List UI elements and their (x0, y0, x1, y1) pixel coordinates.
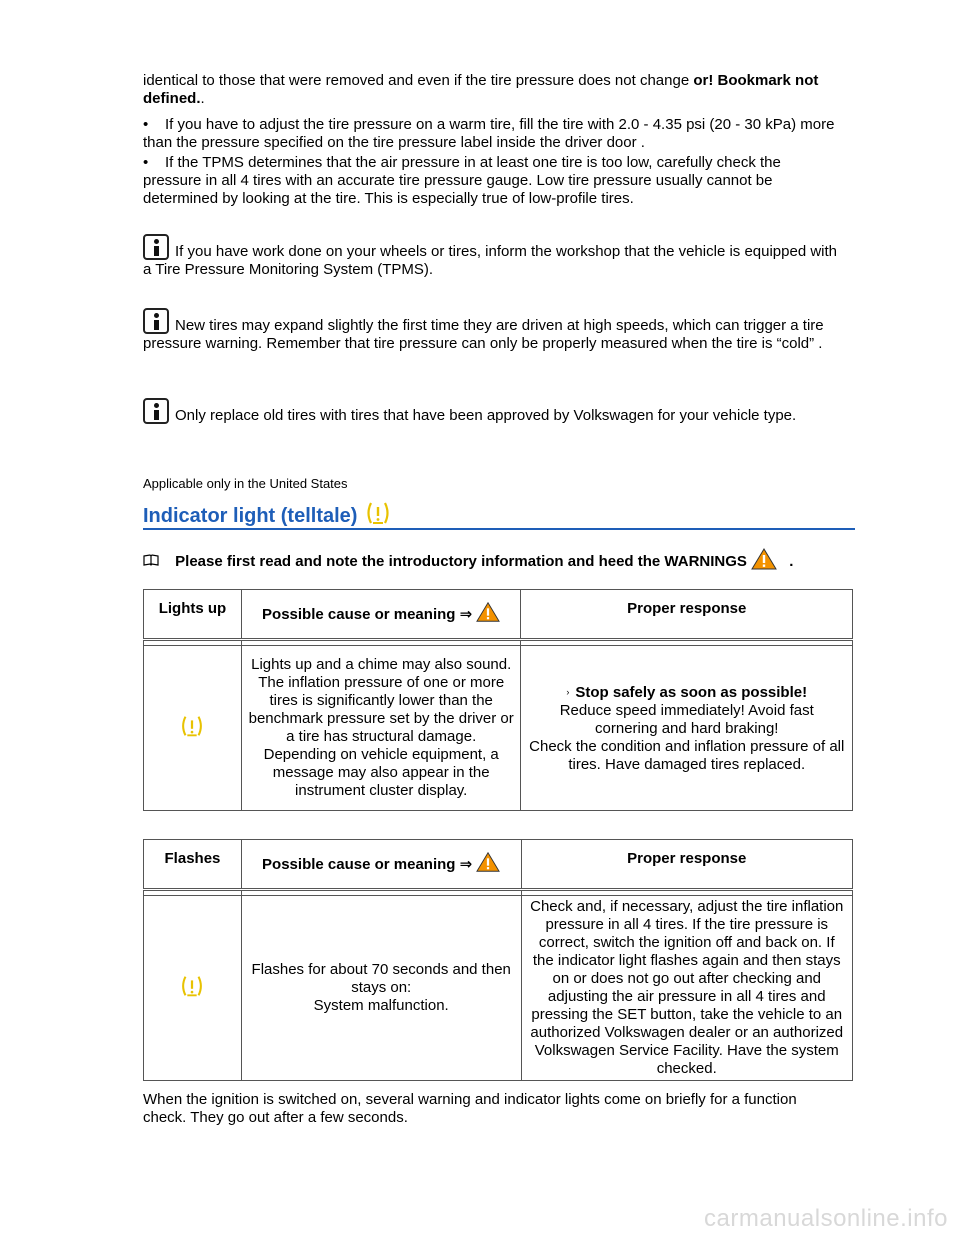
info-icon (143, 308, 169, 334)
col-header-cause: Possible cause or meaning ⇒ (240, 839, 522, 890)
table-row: Lights up and a chime may also sound. Th… (143, 645, 853, 811)
info-note: If you have work done on your wheels or … (143, 234, 843, 279)
col-header-cause: Possible cause or meaning ⇒ (240, 589, 522, 640)
tpms-telltale-icon (182, 715, 203, 736)
warning-triangle-icon (751, 548, 777, 570)
col-header-flashes: Flashes (143, 839, 242, 890)
col-header-lights-up: Lights up (143, 589, 242, 640)
bullet-dot-icon: • (143, 154, 149, 171)
bullet-dot-icon: • (143, 116, 149, 133)
bullet-item: •If you have to adjust the tire pressure… (143, 116, 835, 151)
response-cell: ›Stop safely as soon as possible! Reduce… (520, 645, 853, 811)
info-icon (143, 234, 169, 260)
footer-paragraph: When the ignition is switched on, severa… (143, 1091, 797, 1126)
telltale-cell (143, 895, 242, 1081)
section-heading: Indicator light (telltale) (143, 500, 855, 530)
info-icon (143, 398, 169, 424)
info-note: Only replace old tires with tires that h… (143, 398, 843, 425)
book-icon (143, 553, 161, 571)
intro-paragraph: identical to those that were removed and… (143, 72, 819, 107)
cause-cell: Lights up and a chime may also sound. Th… (240, 645, 522, 811)
bullet-item: •If the TPMS determines that the air pre… (143, 154, 781, 207)
tpms-telltale-icon (182, 975, 203, 996)
col-header-response: Proper response (520, 839, 853, 890)
read-first-instruction: Please first read and note the introduct… (143, 548, 863, 571)
lights-up-table: Lights up Possible cause or meaning ⇒ Pr… (143, 589, 853, 811)
warning-triangle-icon (476, 601, 501, 622)
telltale-cell (143, 645, 242, 811)
cause-cell: Flashes for about 70 seconds and then st… (240, 895, 522, 1081)
col-header-response: Proper response (520, 589, 853, 640)
watermark: carmanualsonline.info (704, 1205, 948, 1232)
tpms-telltale-icon (367, 502, 389, 524)
table-row: Flashes for about 70 seconds and then st… (143, 895, 853, 1081)
bookmark-error-text: or! Bookmark not defined. (143, 72, 819, 107)
response-cell: Check and, if necessary, adjust the tire… (520, 895, 853, 1081)
intro-text: identical to those that were removed and… (143, 72, 694, 89)
flashes-table: Flashes Possible cause or meaning ⇒ Prop… (143, 839, 853, 1081)
warning-triangle-icon (476, 851, 501, 872)
applicability-label: Applicable only in the United States (143, 476, 348, 491)
info-note: New tires may expand slightly the first … (143, 308, 843, 353)
